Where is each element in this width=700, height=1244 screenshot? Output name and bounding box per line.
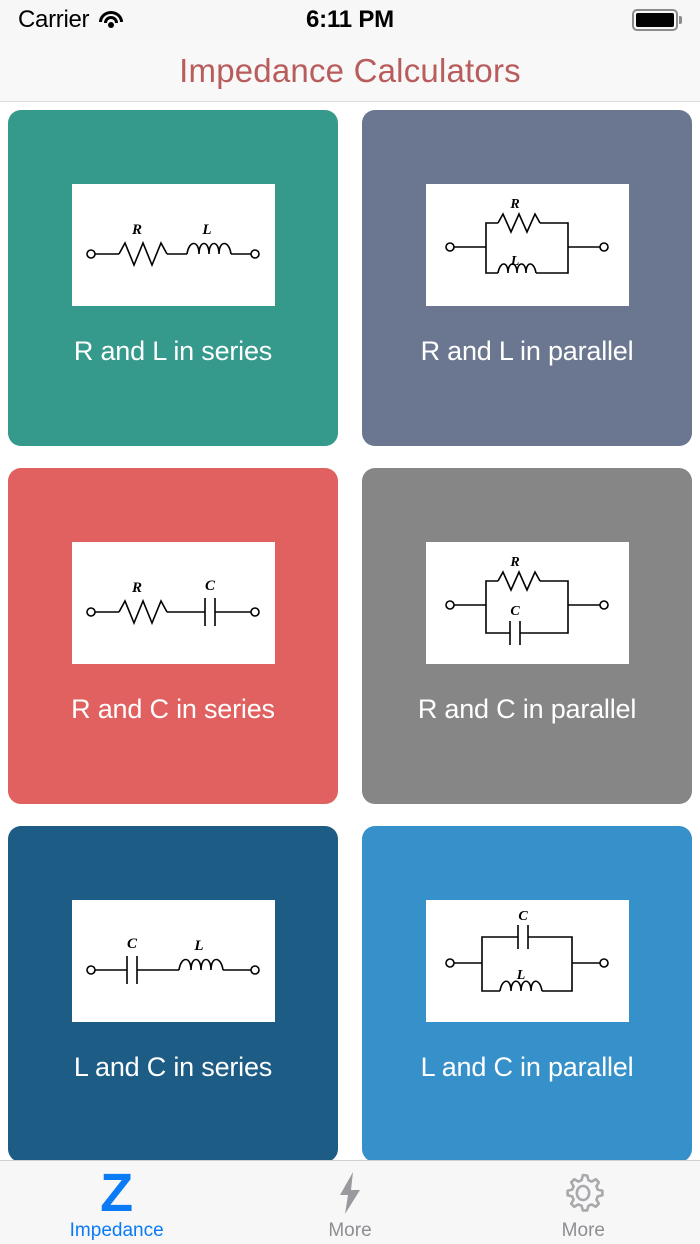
component-label-l: L — [510, 254, 520, 269]
rc-series-circuit-thumbnail: R C — [71, 542, 275, 664]
calculator-card-rl-parallel[interactable]: R L R and L in parallel — [362, 110, 692, 446]
component-label-c: C — [205, 578, 216, 594]
lc-parallel-circuit-icon: C L — [445, 911, 609, 992]
battery-icon — [632, 9, 678, 31]
rl-parallel-circuit-icon: R L — [445, 197, 609, 274]
tab-more-gear[interactable]: More — [467, 1161, 700, 1244]
tab-more-bolt-label: More — [328, 1219, 372, 1241]
tab-more-gear-label: More — [561, 1219, 605, 1241]
calculator-card-label: R and L in series — [73, 336, 273, 366]
rc-parallel-circuit-icon: R C — [445, 555, 609, 645]
tab-impedance-label: Impedance — [69, 1219, 164, 1241]
component-label-r: R — [509, 555, 519, 570]
gear-icon — [561, 1170, 605, 1216]
rl-series-circuit-thumbnail: R L — [71, 184, 275, 306]
component-label-c: C — [518, 911, 528, 924]
z-letter-icon: Z — [100, 1162, 134, 1223]
status-bar-time: 6:11 PM — [306, 6, 394, 33]
calculator-card-rc-parallel[interactable]: R C R and C in parallel — [362, 468, 692, 804]
tab-more-bolt[interactable]: More — [233, 1161, 466, 1244]
lightning-bolt-icon — [335, 1170, 365, 1216]
status-bar-right — [632, 9, 682, 31]
rc-series-circuit-icon: R C — [86, 578, 260, 626]
status-bar-left: Carrier — [18, 6, 124, 34]
component-label-c: C — [127, 936, 138, 952]
battery-nub-icon — [679, 16, 682, 24]
component-label-c: C — [510, 604, 520, 619]
calculator-grid-scroll[interactable]: R L R and L in series — [0, 102, 700, 1160]
lc-series-circuit-icon: C L — [86, 936, 260, 984]
calculator-card-label: R and L in parallel — [420, 336, 634, 366]
lc-parallel-circuit-thumbnail: C L — [425, 900, 629, 1022]
component-label-l: L — [193, 938, 203, 954]
tab-impedance[interactable]: Z Impedance — [0, 1161, 233, 1244]
calculator-card-label: R and C in series — [71, 694, 275, 724]
lc-series-circuit-thumbnail: C L — [71, 900, 275, 1022]
status-bar: Carrier 6:11 PM — [0, 0, 700, 40]
calculator-card-rc-series[interactable]: R C R and C in series — [8, 468, 338, 804]
calculator-card-lc-series[interactable]: C L L and C in series — [8, 826, 338, 1160]
rc-parallel-circuit-thumbnail: R C — [425, 542, 629, 664]
calculator-card-label: R and C in parallel — [417, 694, 637, 724]
calculator-card-label: L and C in parallel — [420, 1052, 634, 1082]
tab-bar: Z Impedance More More — [0, 1160, 700, 1244]
rl-series-circuit-icon: R L — [86, 222, 260, 268]
rl-parallel-circuit-thumbnail: R L — [425, 184, 629, 306]
carrier-label: Carrier — [18, 6, 90, 33]
component-label-r: R — [131, 222, 142, 238]
component-label-l: L — [516, 968, 526, 983]
calculator-grid: R L R and L in series — [0, 102, 700, 1160]
calculator-card-rl-series[interactable]: R L R and L in series — [8, 110, 338, 446]
page-title: Impedance Calculators — [179, 51, 521, 89]
component-label-l: L — [201, 222, 211, 238]
calculator-card-label: L and C in series — [73, 1052, 273, 1082]
navigation-bar: Impedance Calculators — [0, 40, 700, 102]
wifi-icon — [98, 10, 124, 30]
component-label-r: R — [131, 580, 142, 596]
calculator-card-lc-parallel[interactable]: C L L and C in parallel — [362, 826, 692, 1160]
component-label-r: R — [509, 197, 519, 212]
